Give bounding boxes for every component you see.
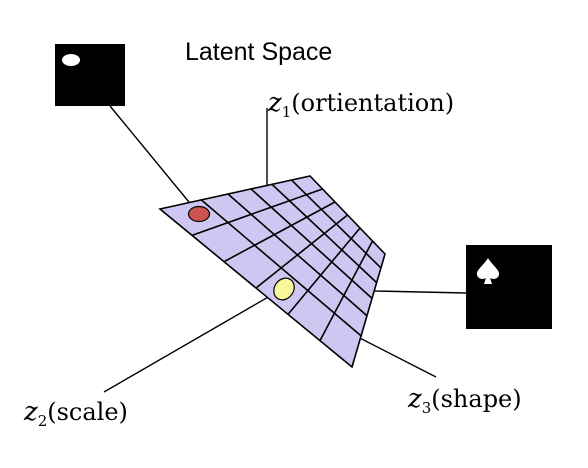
z2-axis-line [103, 295, 271, 393]
heart-shape-icon [476, 258, 500, 284]
z2-variable: z [23, 397, 38, 427]
grid-line-v [319, 240, 374, 342]
latent-plane [158, 175, 386, 369]
thumbnail-heart-image [466, 245, 552, 329]
z3-axis-line [347, 331, 437, 378]
grid-line-v [287, 227, 361, 315]
z3-description: (shape) [431, 385, 521, 413]
z1-variable: z [267, 88, 282, 118]
grid-line-v [223, 201, 336, 263]
thumbnail-background [55, 44, 125, 106]
z1-description: (ortientation) [291, 89, 454, 117]
latent-plane-surface [158, 175, 386, 369]
grid-line-v [191, 188, 323, 237]
z2-description: (scale) [47, 398, 128, 426]
diagram-title: Latent Space [185, 38, 332, 66]
z1-axis-label: z1(ortientation) [267, 88, 454, 121]
z3-variable: z [407, 384, 422, 414]
latent-plane-grid [191, 179, 382, 342]
z3-subscript: 3 [422, 399, 432, 417]
red-point-leader-line [109, 105, 199, 214]
yellow-latent-point [273, 277, 295, 301]
grid-line-v [255, 214, 348, 289]
ellipse-shape-icon [62, 54, 80, 66]
z3-axis-label: z3(shape) [407, 384, 522, 417]
z2-axis-label: z2(scale) [23, 397, 128, 430]
z1-subscript: 1 [282, 103, 292, 121]
z2-subscript: 2 [38, 412, 48, 430]
red-latent-point [187, 205, 211, 223]
thumbnail-ellipse-image [55, 44, 125, 106]
thumbnail-background [466, 245, 552, 329]
